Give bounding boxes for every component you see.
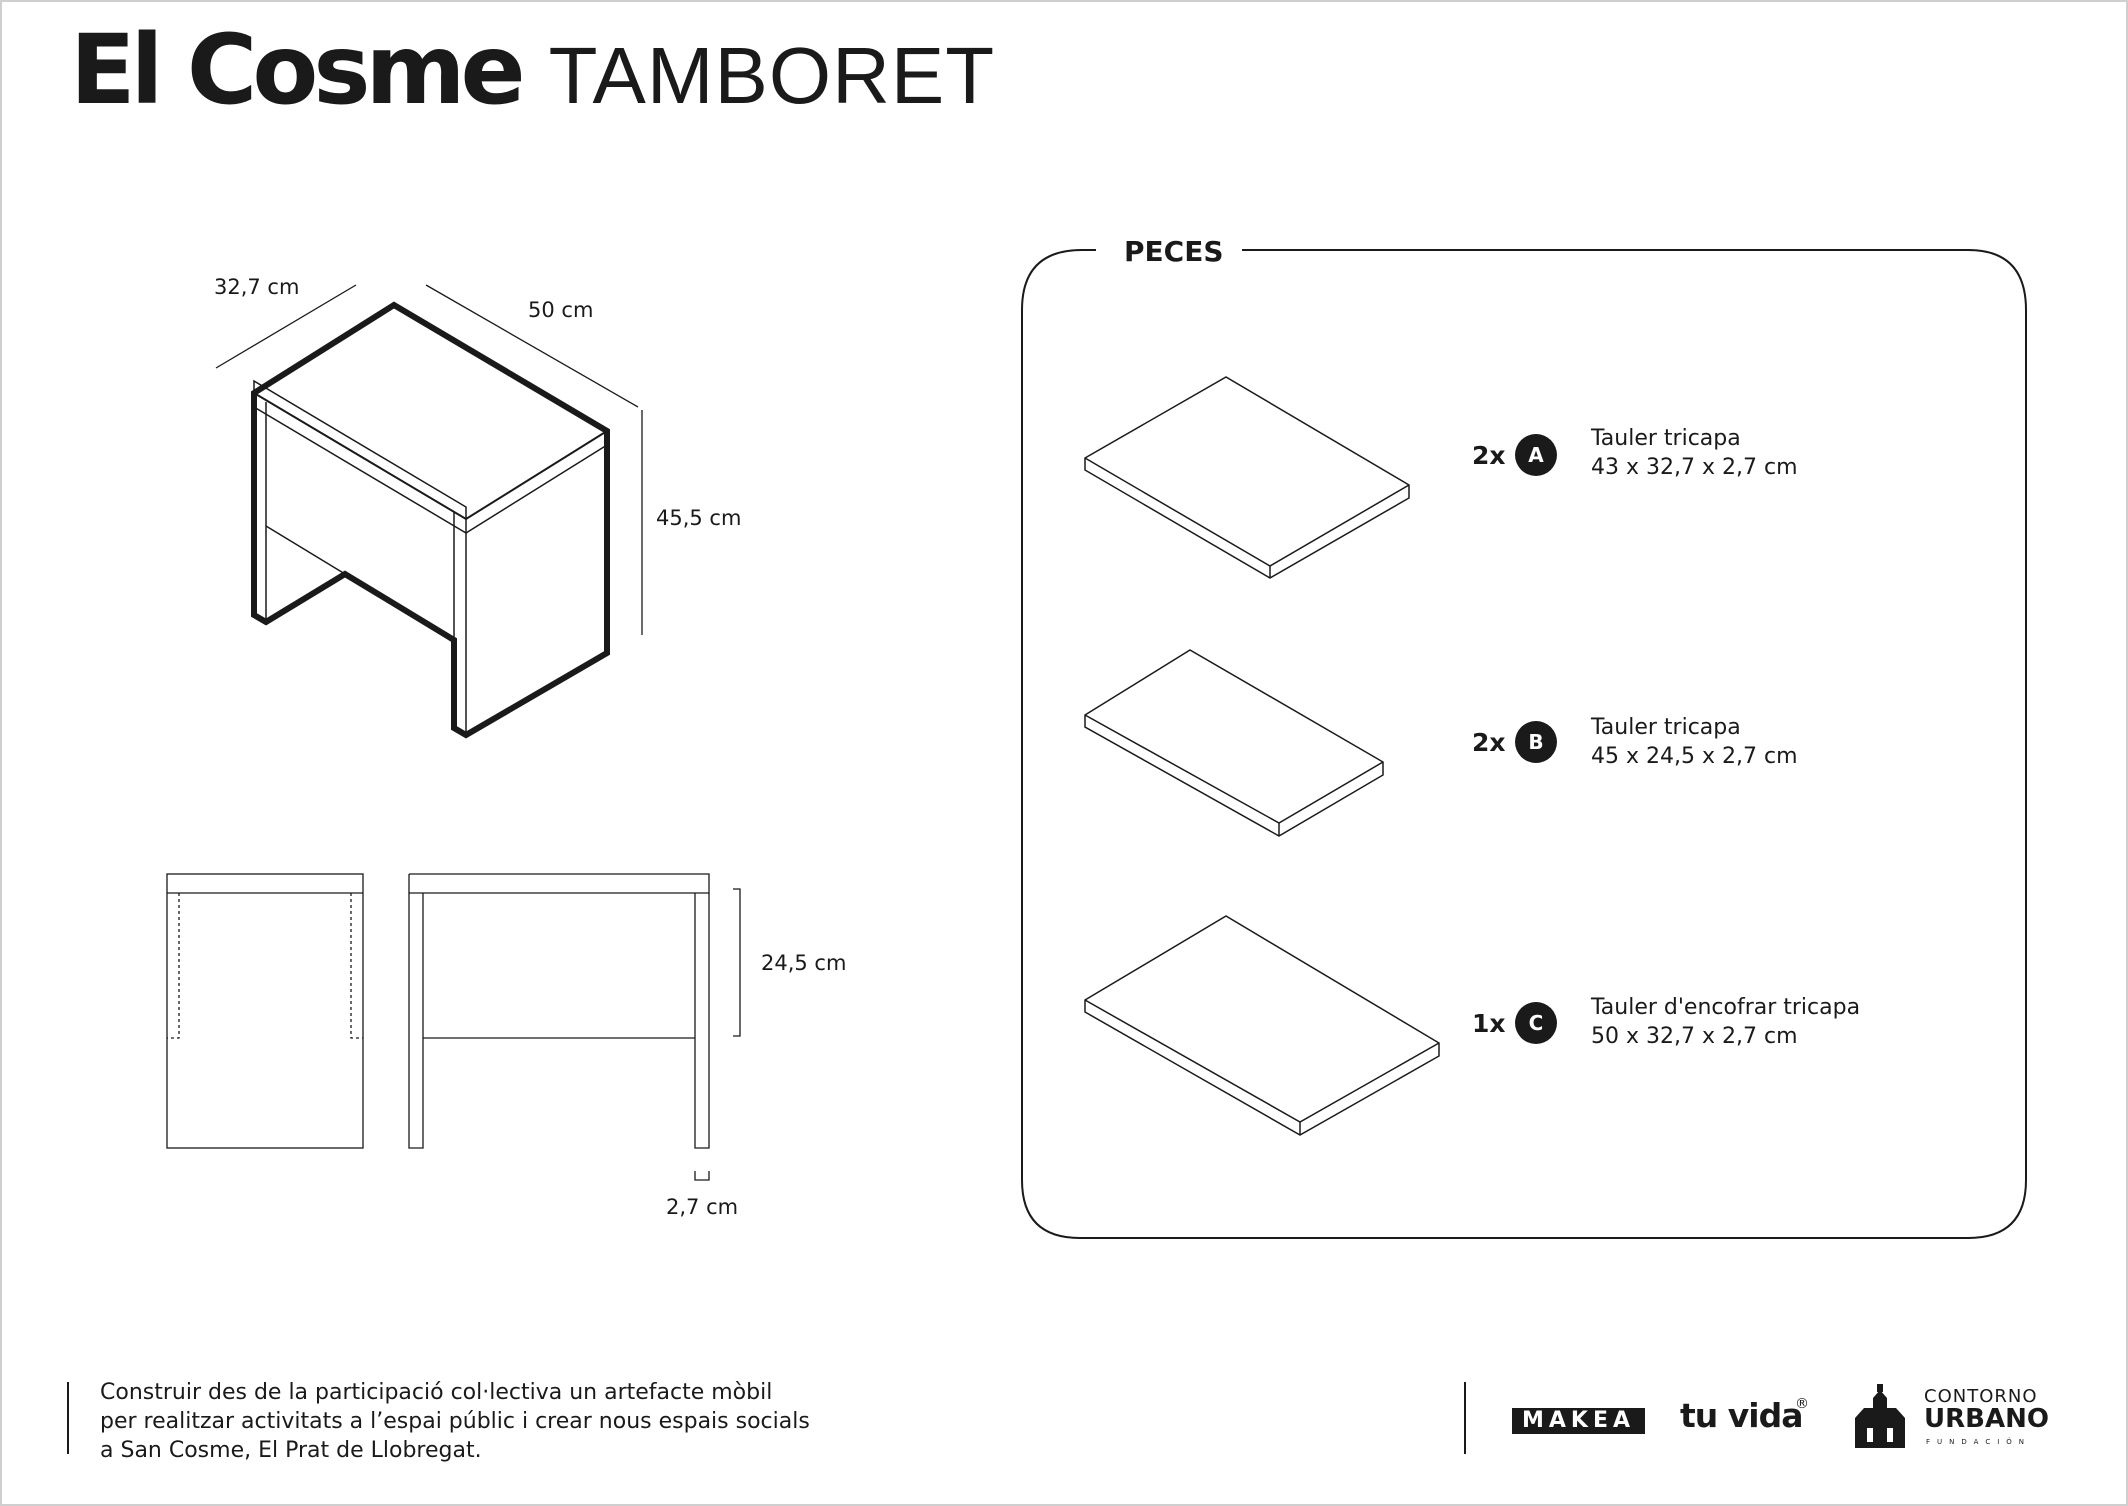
- fundacion-logo-text: FUNDACIÓN: [1926, 1438, 2032, 1446]
- house-logo-icon: [1855, 1384, 1905, 1448]
- stool-front-view: [408, 873, 710, 1149]
- dim-inner-height-label: 24,5 cm: [761, 951, 846, 975]
- piece-a-size: 43 x 32,7 x 2,7 cm: [1591, 455, 1798, 480]
- stool-left-panel: [253, 393, 455, 641]
- piece-a-drawing: [1084, 376, 1410, 579]
- title-brand: El Cosme: [70, 14, 526, 126]
- contorno-logo-text: CONTORNO: [1924, 1386, 2038, 1407]
- piece-b-qty: 2x: [1472, 728, 1506, 757]
- stool-isometric: [251, 301, 610, 739]
- dim-width-label: 50 cm: [528, 298, 593, 322]
- piece-c-size: 50 x 32,7 x 2,7 cm: [1591, 1024, 1798, 1049]
- footer-line-1: Construir des de la participació col·lec…: [100, 1380, 773, 1405]
- piece-b-drawing: [1084, 649, 1384, 837]
- footer-line-2: per realitzar activitats a l’espai públi…: [100, 1409, 810, 1434]
- stool-side-view: [166, 873, 364, 1149]
- stool-front-panel: [465, 431, 608, 737]
- piece-c-badge: [1515, 1002, 1557, 1044]
- front-dimension-lines: [694, 888, 741, 1181]
- footer-divider-right: [1464, 1382, 1466, 1454]
- piece-a-name: Tauler tricapa: [1590, 426, 1741, 451]
- piece-c-label: 1x C Tauler d'encofrar tricapa 50 x 32,7…: [1472, 995, 1860, 1049]
- piece-c-qty: 1x: [1472, 1009, 1506, 1038]
- makea-logo: MAKEA: [1512, 1408, 1646, 1434]
- piece-a-qty: 2x: [1472, 441, 1506, 470]
- piece-b-letter: B: [1528, 730, 1543, 754]
- tuvida-logo: tu vida: [1680, 1396, 1803, 1435]
- piece-c-letter: C: [1529, 1011, 1544, 1035]
- dim-height-label: 45,5 cm: [656, 506, 741, 530]
- iso-dimension-lines: [215, 284, 643, 635]
- stool-seat-front: [253, 379, 467, 521]
- dim-thickness-label: 2,7 cm: [666, 1195, 738, 1219]
- piece-b-label: 2x B Tauler tricapa 45 x 24,5 x 2,7 cm: [1472, 715, 1798, 769]
- piece-b-badge: [1515, 721, 1557, 763]
- piece-c-name: Tauler d'encofrar tricapa: [1590, 995, 1860, 1020]
- footer-divider-left: [67, 1382, 69, 1454]
- pieces-panel-border: [1021, 249, 2027, 1239]
- title-product: TAMBORET: [548, 31, 996, 120]
- piece-a-label: 2x A Tauler tricapa 43 x 32,7 x 2,7 cm: [1472, 426, 1798, 480]
- registered-mark: ®: [1795, 1396, 1809, 1412]
- piece-a-badge: [1515, 434, 1557, 476]
- dim-depth-label: 32,7 cm: [214, 275, 299, 299]
- footer-description: Construir des de la participació col·lec…: [100, 1378, 810, 1465]
- piece-a-letter: A: [1528, 443, 1544, 467]
- urbano-logo-text: URBANO: [1924, 1404, 2049, 1434]
- piece-b-size: 45 x 24,5 x 2,7 cm: [1591, 744, 1798, 769]
- stool-silhouette: [251, 301, 610, 739]
- footer-line-3: a San Cosme, El Prat de Llobregat.: [100, 1438, 482, 1463]
- piece-b-name: Tauler tricapa: [1590, 715, 1741, 740]
- piece-c-drawing: [1084, 915, 1440, 1136]
- pieces-panel-title: PECES: [1124, 235, 1224, 268]
